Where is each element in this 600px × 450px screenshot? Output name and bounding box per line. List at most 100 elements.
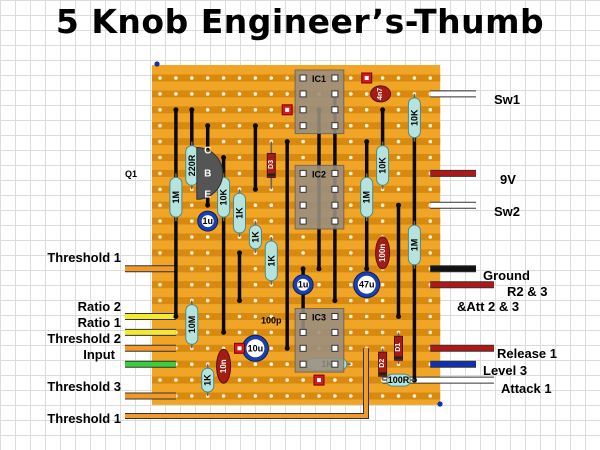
link-end bbox=[396, 202, 401, 208]
link-end bbox=[252, 186, 258, 192]
strip-hole bbox=[349, 314, 353, 319]
strip-hole bbox=[364, 314, 369, 319]
cap-100n bbox=[375, 236, 391, 270]
strip-hole bbox=[158, 298, 162, 303]
strip-hole bbox=[269, 378, 274, 382]
strip-hole bbox=[253, 362, 258, 367]
strip-hole bbox=[253, 267, 258, 271]
strip-hole bbox=[253, 394, 258, 398]
cap-1u-b-inner bbox=[297, 278, 310, 291]
strip-hole bbox=[253, 92, 258, 96]
strip-hole bbox=[396, 394, 401, 398]
strip-hole bbox=[301, 251, 305, 255]
strip-hole bbox=[285, 394, 290, 398]
mounting-dot bbox=[437, 401, 443, 407]
q1-pin-b: B bbox=[204, 168, 211, 179]
ic1-pin bbox=[331, 122, 339, 130]
ic3-pin bbox=[299, 360, 307, 368]
strip-hole bbox=[349, 139, 353, 144]
q1-pin-c: C bbox=[204, 146, 211, 157]
link-end bbox=[396, 314, 401, 319]
resistor-100r bbox=[386, 373, 411, 387]
link-end bbox=[316, 266, 322, 272]
label-ground: Ground bbox=[483, 268, 530, 283]
strip-hole bbox=[317, 394, 321, 398]
resistor-1k-d-label: 1K bbox=[203, 374, 213, 386]
ic3-pin bbox=[331, 328, 339, 336]
diode-d2-label: D2 bbox=[379, 359, 386, 368]
strip-hole bbox=[380, 314, 385, 319]
strip-hole bbox=[190, 267, 194, 271]
diode-d1-band bbox=[394, 356, 403, 360]
strip-hole bbox=[349, 378, 353, 382]
link-end bbox=[237, 298, 242, 304]
strip-hole bbox=[237, 378, 242, 382]
label-attack-1: Attack 1 bbox=[501, 381, 552, 396]
copper-strip bbox=[152, 376, 441, 384]
cap-10u-label: 10u bbox=[248, 343, 264, 353]
resistor-1k-c bbox=[264, 240, 278, 282]
strip-hole bbox=[205, 251, 210, 255]
strip-hole bbox=[190, 394, 194, 398]
strip-hole bbox=[190, 362, 194, 367]
strip-hole bbox=[349, 108, 353, 112]
strip-hole bbox=[190, 203, 194, 207]
strip-hole bbox=[428, 314, 433, 319]
ic2-pin bbox=[299, 217, 307, 225]
ic1-label: IC1 bbox=[312, 74, 326, 84]
strip-hole bbox=[269, 346, 274, 351]
link-end bbox=[237, 250, 242, 256]
strip-hole bbox=[253, 330, 258, 335]
ic1-pin bbox=[299, 122, 307, 130]
strip-hole bbox=[364, 92, 369, 96]
label-threshold-3: Threshold 3 bbox=[47, 379, 121, 394]
strip-hole bbox=[412, 76, 417, 80]
ic1-pin bbox=[299, 90, 307, 98]
strip-hole bbox=[190, 235, 194, 239]
strip-hole bbox=[253, 282, 258, 287]
strip-hole bbox=[428, 219, 433, 223]
strip-hole bbox=[349, 346, 353, 351]
strip-hole bbox=[380, 76, 385, 80]
link-end bbox=[380, 107, 386, 113]
components: 1M220R10K1K1K1K10K10K1M1M10M1K1K100RIC1I… bbox=[125, 69, 421, 396]
strip-hole bbox=[428, 251, 433, 255]
diode-d2-band bbox=[378, 372, 387, 376]
strip-hole bbox=[158, 235, 162, 239]
strip-hole bbox=[269, 362, 274, 367]
cap-10u-inner bbox=[246, 339, 265, 358]
copper-strip bbox=[152, 233, 441, 241]
strip-hole bbox=[158, 251, 162, 255]
strip-hole bbox=[349, 298, 353, 303]
red-pad-hole bbox=[364, 76, 369, 80]
cap-100p-label: 100p bbox=[261, 316, 282, 326]
strip-hole bbox=[396, 155, 401, 160]
strip-hole bbox=[396, 139, 401, 144]
link-end bbox=[221, 329, 227, 335]
strip-hole bbox=[158, 282, 162, 287]
resistor-100r-label: 100R bbox=[388, 375, 410, 385]
strip-hole bbox=[269, 314, 274, 319]
transistor-q1 bbox=[196, 146, 224, 200]
strip-hole bbox=[428, 394, 433, 398]
strip-hole bbox=[237, 171, 242, 176]
strip-hole bbox=[237, 76, 242, 80]
cap-1u-a-label: 1u bbox=[202, 216, 213, 226]
strip-hole bbox=[412, 394, 417, 398]
strip-hole bbox=[349, 123, 353, 128]
ic2-label: IC2 bbox=[312, 169, 326, 179]
strip-hole bbox=[221, 123, 226, 128]
strip-hole bbox=[221, 92, 226, 96]
strip-hole bbox=[412, 92, 417, 96]
strip-hole bbox=[349, 330, 353, 335]
ic3-pin bbox=[299, 313, 307, 320]
link-end bbox=[173, 107, 179, 113]
label-level-3: Level 3 bbox=[483, 363, 528, 378]
strip-hole bbox=[428, 235, 433, 239]
strip-hole bbox=[349, 155, 353, 160]
strip-hole bbox=[190, 92, 194, 96]
strip-hole bbox=[428, 187, 433, 192]
copper-strip bbox=[152, 297, 441, 305]
label-ratio-1: Ratio 1 bbox=[77, 315, 121, 330]
